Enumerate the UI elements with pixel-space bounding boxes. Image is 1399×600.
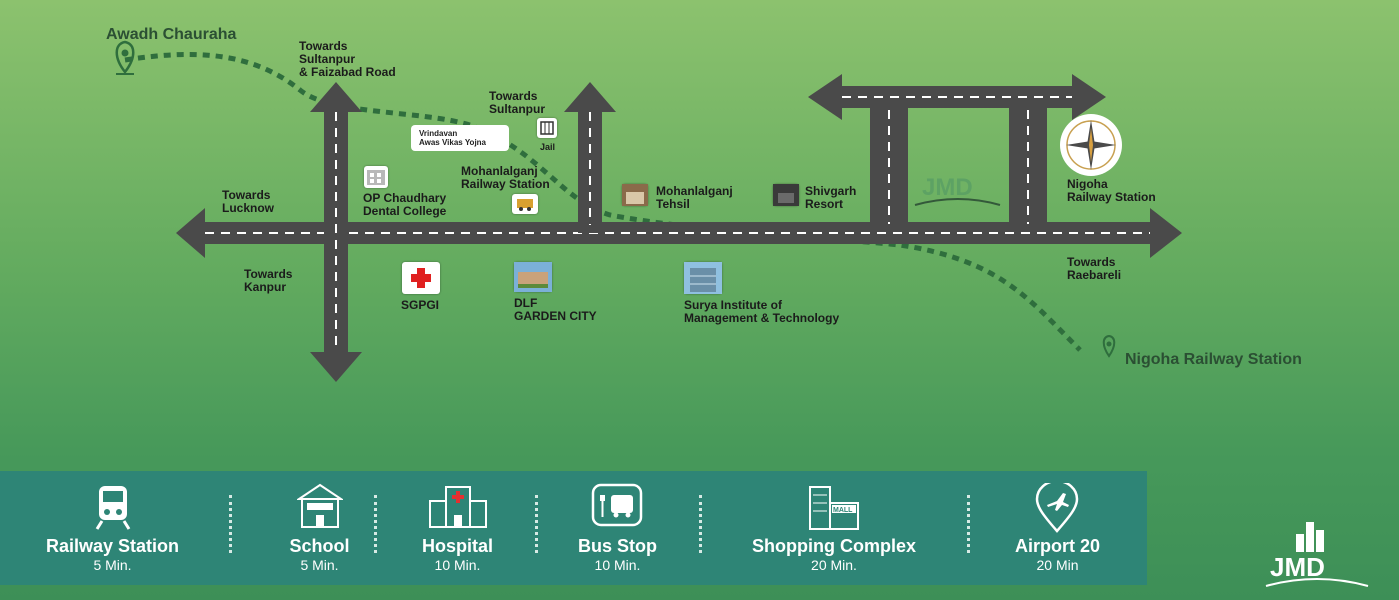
jmd-map-logo: JMD bbox=[914, 174, 1001, 206]
upper-road bbox=[808, 74, 1106, 224]
location-pin-icon bbox=[1102, 334, 1116, 358]
dlf-building-icon bbox=[514, 262, 552, 292]
bus-stop-icon bbox=[591, 483, 643, 527]
amenity-time: 10 Min. bbox=[594, 557, 641, 573]
amenity-hospital: Hospital 10 Min. bbox=[400, 471, 515, 585]
direction-raebareli: Towards Raebareli bbox=[1067, 255, 1122, 282]
divider bbox=[967, 495, 970, 553]
divider bbox=[699, 495, 702, 553]
amenity-airport: Airport 20 20 Min bbox=[995, 471, 1120, 585]
amenity-name: Railway Station bbox=[45, 536, 180, 556]
sgpgi-label: SGPGI bbox=[401, 298, 440, 312]
amenity-time: 20 Min. bbox=[811, 557, 857, 573]
nigoha-station-label: Nigoha Railway Station bbox=[1067, 177, 1156, 204]
amenity-name: School bbox=[289, 536, 350, 556]
hospital-icon bbox=[429, 486, 487, 528]
compass-icon bbox=[1060, 114, 1122, 176]
jmd-logo-text: JMD bbox=[1270, 552, 1325, 582]
amenity-time: 5 Min. bbox=[93, 557, 132, 573]
tehsil-icon bbox=[622, 184, 648, 206]
train-icon bbox=[95, 486, 131, 530]
svg-text:JMD: JMD bbox=[922, 174, 973, 201]
amenity-name: Shopping Complex bbox=[752, 536, 916, 556]
route-path bbox=[124, 51, 1082, 352]
hospital-cross-icon bbox=[402, 262, 440, 294]
divider bbox=[229, 495, 232, 553]
direction-kanpur: Towards Kanpur bbox=[244, 267, 293, 294]
resort-icon bbox=[773, 184, 799, 206]
location-pin-icon bbox=[115, 40, 135, 75]
amenity-bus-stop: Bus Stop 10 Min. bbox=[560, 471, 675, 585]
amenity-time: 10 Min. bbox=[434, 557, 481, 573]
dlf-label: DLF GARDEN CITY bbox=[514, 296, 597, 323]
amenities-strip: Railway Station 5 Min. School 5 Min. bbox=[0, 471, 1147, 585]
op-chaudhary-label: OP Chaudhary Dental College bbox=[363, 191, 447, 218]
jmd-logo: JMD bbox=[1265, 522, 1369, 587]
mall-icon: MALL bbox=[809, 486, 859, 530]
school-icon bbox=[297, 483, 343, 528]
divider bbox=[535, 495, 538, 553]
railway-station-icon bbox=[512, 194, 538, 214]
amenity-name: Hospital bbox=[421, 536, 493, 556]
vertical-road-sultanpur bbox=[564, 82, 616, 233]
mohanlalganj-railway-label: Mohanlalganj Railway Station bbox=[461, 164, 550, 191]
amenity-shopping-complex: MALL Shopping Complex 20 Min. bbox=[725, 471, 943, 585]
vertical-road-west bbox=[310, 82, 362, 382]
direction-sultanpur-faizabad: Towards Sultanpur & Faizabad Road bbox=[299, 39, 396, 79]
amenity-railway-station: Railway Station 5 Min. bbox=[20, 471, 205, 585]
shivgarh-label: Shivgarh Resort bbox=[805, 184, 857, 211]
jail-icon bbox=[537, 118, 557, 138]
tehsil-label: Mohanlalganj Tehsil bbox=[656, 184, 733, 211]
airport-icon bbox=[1035, 483, 1079, 533]
direction-sultanpur: Towards Sultanpur bbox=[489, 89, 545, 116]
amenity-time: 5 Min. bbox=[300, 557, 339, 573]
start-location-label: Awadh Chauraha bbox=[106, 26, 237, 43]
end-location-label: Nigoha Railway Station bbox=[1125, 351, 1302, 368]
institute-building-icon bbox=[684, 262, 722, 294]
amenity-school: School 5 Min. bbox=[262, 471, 377, 585]
svg-text:MALL: MALL bbox=[833, 507, 853, 514]
dental-college-icon bbox=[364, 166, 388, 188]
main-road bbox=[176, 208, 1182, 258]
amenity-name: Airport 20 bbox=[1014, 536, 1101, 556]
amenity-time: 20 Min bbox=[1036, 557, 1079, 573]
amenity-name: Bus Stop bbox=[578, 536, 657, 556]
divider bbox=[374, 495, 377, 553]
vrindavan-callout: Vrindavan Awas Vikas Yojna bbox=[411, 125, 509, 151]
direction-lucknow: Towards Lucknow bbox=[222, 188, 275, 215]
jail-label: Jail bbox=[540, 142, 556, 152]
surya-institute-label: Surya Institute of Management & Technolo… bbox=[684, 298, 840, 325]
